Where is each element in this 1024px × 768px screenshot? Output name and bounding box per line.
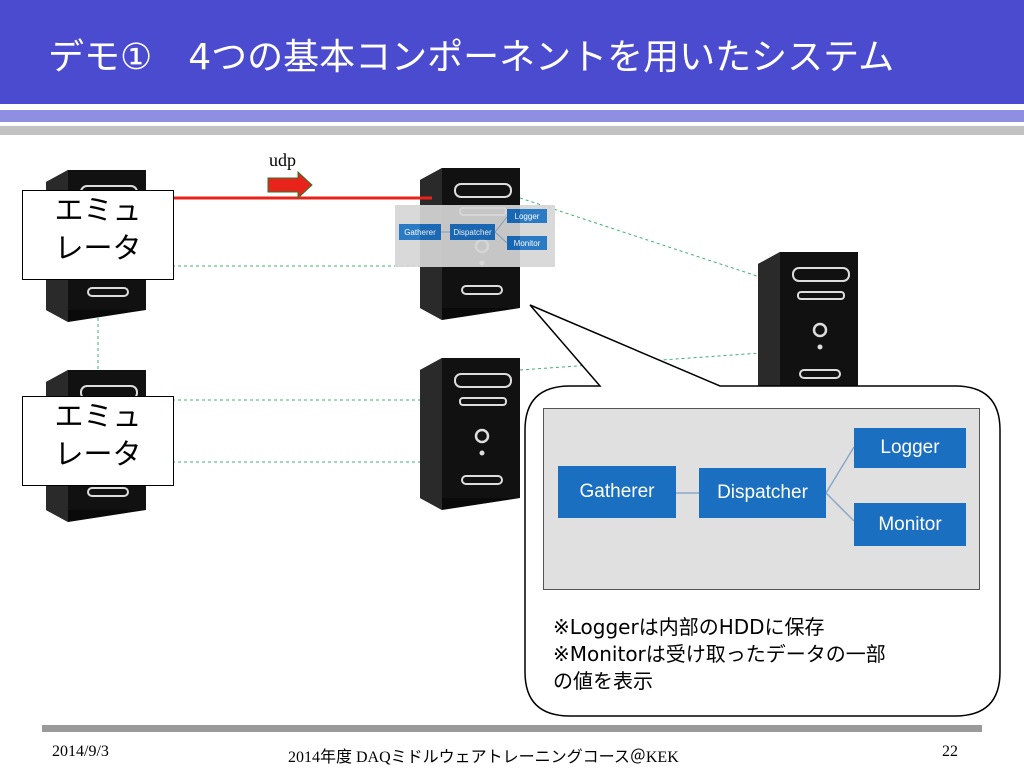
dispatcher-node: Dispatcher (699, 468, 826, 518)
footer-divider (42, 725, 982, 732)
emulator-label-1-line1: エミュ (54, 193, 142, 227)
emulator-label-2-line1: エミュ (54, 399, 142, 433)
emulator-label-2: エミュ レータ (22, 396, 174, 486)
reader-server-icon (418, 356, 522, 512)
mini-gatherer-node: Gatherer (399, 224, 441, 240)
mini-connectors (441, 216, 508, 244)
note-line-3: の値を表示 (553, 669, 653, 693)
callout-connectors (676, 446, 855, 522)
mini-component-panel: Gatherer Dispatcher Logger Monitor (395, 205, 555, 267)
footer-page-number: 22 (942, 743, 958, 760)
callout-notes: ※Loggerは内部のHDDに保存 ※Monitorは受け取ったデータの一部 の… (553, 614, 973, 695)
mini-monitor-node: Monitor (507, 236, 547, 250)
footer-date: 2014/9/3 (52, 743, 109, 760)
emulator-label-2-line2: レータ (54, 437, 142, 471)
title-divider (0, 110, 1024, 122)
note-line-2: ※Monitorは受け取ったデータの一部 (553, 642, 886, 666)
callout-component-panel: Gatherer Dispatcher Logger Monitor (543, 408, 980, 590)
footer-course: 2014年度 DAQミドルウェアトレーニングコース＠KEK (288, 749, 679, 766)
mini-dispatcher-node: Dispatcher (450, 224, 495, 240)
udp-label: udp (269, 150, 296, 170)
emulator-label-1-line2: レータ (54, 231, 142, 265)
slide-title: デモ① 4つの基本コンポーネントを用いたシステム (48, 37, 895, 78)
logger-node: Logger (854, 428, 966, 468)
note-line-1: ※Loggerは内部のHDDに保存 (553, 615, 825, 639)
red-arrow-icon (267, 170, 313, 200)
mini-logger-node: Logger (507, 209, 547, 223)
emulator-label-1: エミュ レータ (22, 190, 174, 280)
gatherer-node: Gatherer (558, 466, 676, 518)
title-divider-secondary (0, 126, 1024, 135)
title-bar: デモ① 4つの基本コンポーネントを用いたシステム (0, 0, 1024, 104)
monitor-server-icon (756, 250, 860, 406)
monitor-node: Monitor (854, 503, 966, 546)
